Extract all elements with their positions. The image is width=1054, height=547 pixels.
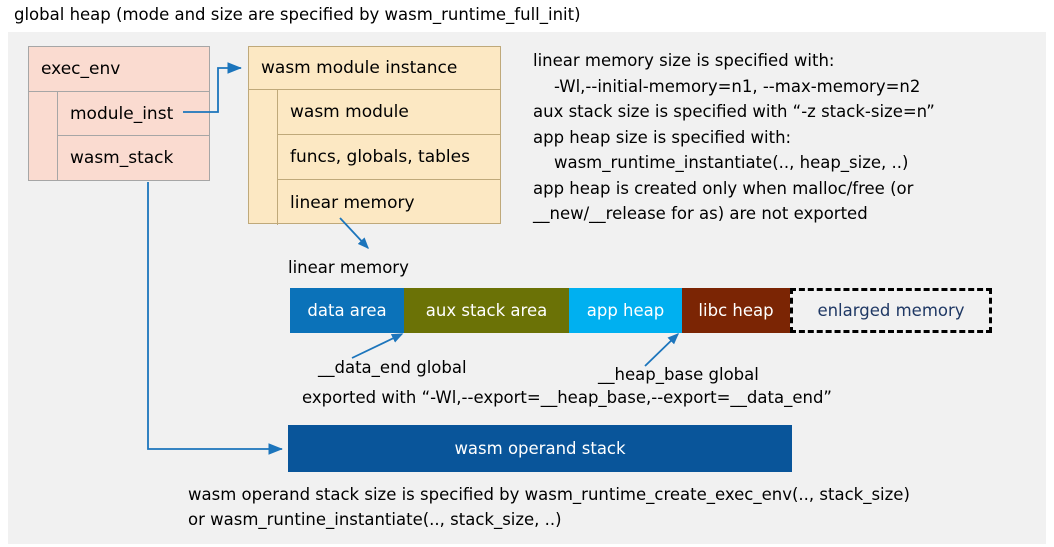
annotation-exported-with: exported with “-Wl,--export=__heap_base,… <box>302 388 832 407</box>
exec-env-title: exec_env <box>29 47 209 92</box>
annotation-data-end-global: __data_end global <box>318 358 467 377</box>
exec-env-box: exec_env module_inst wasm_stack <box>28 46 210 181</box>
segment-libc-heap: libc heap <box>682 288 790 333</box>
wasm-module-instance-row-wasm-module: wasm module <box>277 90 500 135</box>
annotation-heap-base-global: __heap_base global <box>598 365 759 384</box>
wasm-operand-stack-box: wasm operand stack <box>288 425 792 472</box>
wasm-module-instance-row-linear-memory: linear memory <box>277 180 500 225</box>
linear-memory-bar: data area aux stack area app heap libc h… <box>290 288 992 333</box>
memory-configuration-notes: linear memory size is specified with: -W… <box>533 51 935 223</box>
segment-aux-stack-area: aux stack area <box>404 288 569 333</box>
wasm-module-instance-row-funcs-globals-tables: funcs, globals, tables <box>277 135 500 180</box>
linear-memory-label: linear memory <box>288 258 409 277</box>
segment-enlarged-memory: enlarged memory <box>790 288 992 333</box>
segment-app-heap: app heap <box>569 288 682 333</box>
exec-env-row-module-inst: module_inst <box>57 92 209 136</box>
wasm-module-instance-title: wasm module instance <box>249 47 500 90</box>
operand-stack-note: wasm operand stack size is specified by … <box>188 485 910 529</box>
segment-data-area: data area <box>290 288 404 333</box>
exec-env-row-wasm-stack: wasm_stack <box>57 136 209 180</box>
wasm-module-instance-box: wasm module instance wasm module funcs, … <box>248 46 501 225</box>
page-title: global heap (mode and size are specified… <box>14 5 581 24</box>
